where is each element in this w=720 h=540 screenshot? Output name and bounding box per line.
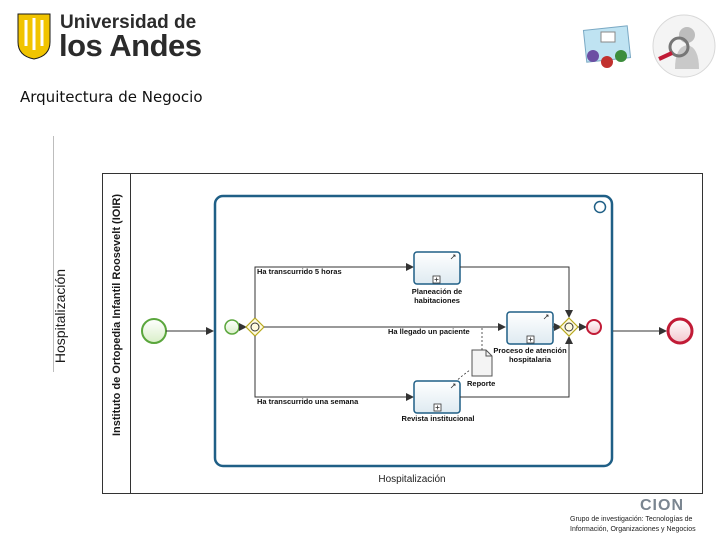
task-hospital-care[interactable]	[506, 311, 554, 345]
data-object-report[interactable]	[471, 349, 493, 377]
subprocess-box[interactable]	[213, 194, 614, 468]
task-review[interactable]	[413, 380, 461, 414]
condition-hours: Ha transcurrido 5 horas	[257, 267, 342, 276]
condition-patient: Ha llegado un paciente	[388, 327, 470, 336]
flow-planning-to-join	[460, 266, 573, 318]
lane-divider	[130, 173, 131, 494]
logo-text-top: Universidad de	[60, 12, 197, 33]
flow-branch-week	[254, 336, 414, 401]
association-review-to-report	[454, 369, 471, 383]
task-care-label-2: hospitalaria	[509, 355, 552, 364]
end-event[interactable]	[666, 317, 694, 345]
inner-end-event[interactable]	[586, 319, 602, 335]
magnifier-person-icon	[652, 14, 716, 78]
flow-review-to-join	[460, 336, 573, 398]
subprocess-end-marker-icon	[593, 200, 607, 214]
subprocess-label: Hospitalización	[378, 474, 445, 485]
footer-line-1: Grupo de investigación: Tecnologías de	[570, 516, 693, 523]
task-care-label-1: Proceso de atención	[493, 346, 567, 355]
task-planning-label-2: habitaciones	[414, 296, 460, 305]
logo-text-bottom: los Andes	[59, 28, 202, 63]
collaboration-illustration-icon	[582, 25, 632, 68]
task-review-label: Revista institucional	[402, 414, 475, 423]
divider-line	[53, 136, 54, 372]
footer-text: Grupo de investigación: Tecnologías de I…	[570, 515, 718, 535]
start-event[interactable]	[141, 318, 167, 344]
university-logo[interactable]: Universidad de los Andes	[14, 10, 202, 63]
task-planning[interactable]	[413, 251, 461, 285]
condition-week: Ha transcurrido una semana	[257, 397, 359, 406]
research-group-logo: CION	[640, 497, 684, 514]
university-shield-icon	[17, 13, 51, 60]
task-planning-label-1: Planeación de	[412, 287, 462, 296]
flow-branch-hours	[254, 263, 414, 318]
inner-start-event[interactable]	[224, 319, 240, 335]
data-object-label: Reporte	[467, 379, 495, 388]
footer-line-2: Información, Organizaciones y Negocios	[570, 526, 696, 533]
page-title: Arquitectura de Negocio	[20, 88, 203, 106]
join-gateway[interactable]	[559, 317, 579, 337]
